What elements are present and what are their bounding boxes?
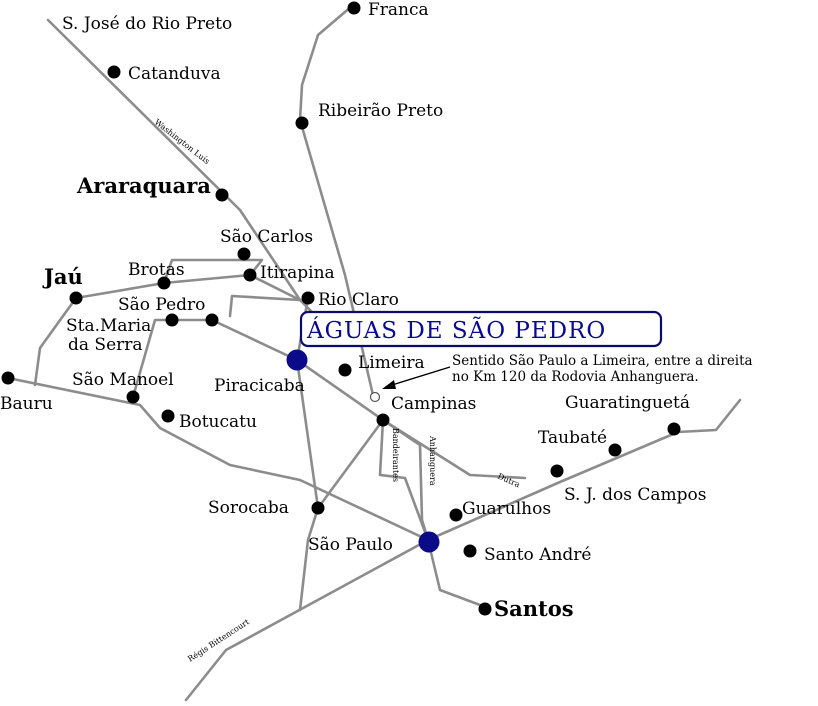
road-piracicaba-sorocaba <box>295 358 320 510</box>
label-guarulhos: Guarulhos <box>462 499 551 519</box>
label-itirapina: Itirapina <box>260 263 335 283</box>
label-stamaria1: Sta.Maria <box>66 316 151 336</box>
city-dot-saopaulo <box>418 531 440 553</box>
road-saopedro-loop <box>228 294 302 318</box>
label-sjcampos: S. J. dos Campos <box>564 485 707 505</box>
city-dot-sjcampos <box>550 464 564 478</box>
road-labels: Washington Luís Bandeirantes Anhanguera … <box>153 117 522 663</box>
road-label-bandeirantes: Bandeirantes <box>391 428 400 482</box>
city-dot-catanduva <box>107 65 121 79</box>
city-dot-saomanoel <box>126 390 140 404</box>
road-label-anhanguera: Anhanguera <box>428 435 437 486</box>
road-washington-luis <box>46 18 320 320</box>
label-saocarlos: São Carlos <box>220 227 313 247</box>
city-dot-campinas <box>376 413 390 427</box>
city-dot-rioclaro <box>301 291 315 305</box>
road-piracicaba-campinas <box>295 358 385 422</box>
city-dot-saopedro <box>205 313 219 327</box>
label-bauru: Bauru <box>0 394 53 414</box>
city-dot-botucatu <box>161 409 175 423</box>
label-piracicaba: Piracicaba <box>214 376 305 396</box>
road-saopedro-piracicaba <box>210 318 299 362</box>
title-text: ÁGUAS DE SÃO PEDRO <box>306 316 606 344</box>
city-dot-brotas <box>157 276 171 290</box>
label-brotas: Brotas <box>128 260 185 280</box>
city-dot-franca <box>347 1 361 15</box>
road-jau-bauru <box>33 296 78 387</box>
label-franca: Franca <box>368 0 429 20</box>
label-botucatu: Botucatu <box>179 412 257 432</box>
label-saopedro: São Pedro <box>118 295 205 315</box>
label-saopaulo: São Paulo <box>308 535 393 555</box>
destination-marker <box>369 391 381 403</box>
city-dot-araraquara <box>215 188 229 202</box>
city-dot-piracicaba <box>286 349 308 371</box>
road-itirapina-rioclaro <box>248 273 302 302</box>
city-dot-taubate <box>608 443 622 457</box>
city-dot-sorocaba <box>311 501 325 515</box>
road-itirapina-link <box>162 258 264 285</box>
note-line-2: no Km 120 da Rodovia Anhanguera. <box>452 369 699 385</box>
label-jau: Jaú <box>42 264 83 289</box>
road-dutra <box>426 398 742 542</box>
road-anhanguera-north <box>298 4 375 397</box>
label-rioclaro: Rio Claro <box>318 290 399 310</box>
label-limeira: Limeira <box>358 353 425 373</box>
city-dot-guarulhos <box>449 508 463 522</box>
road-label-washington: Washington Luís <box>153 117 212 165</box>
label-santos: Santos <box>494 596 574 621</box>
road-dom-pedro <box>381 418 527 480</box>
note-line-1: Sentido São Paulo a Limeira, entre a dir… <box>452 353 753 369</box>
city-dot-stamaria <box>165 313 179 327</box>
label-taubate: Taubaté <box>538 428 607 448</box>
city-dot-bauru <box>1 371 15 385</box>
road-regis-bittencourt <box>184 538 430 702</box>
label-catanduva: Catanduva <box>128 64 221 84</box>
road-label-dutra: Dutra <box>496 472 521 490</box>
label-sjose: S. José do Rio Preto <box>62 14 232 34</box>
city-labels: S. José do Rio Preto Franca Catanduva Ri… <box>0 0 707 621</box>
title-box <box>299 310 663 348</box>
city-dot-santoandre <box>463 544 477 558</box>
note-arrow-head <box>382 380 396 389</box>
city-dot-itirapina <box>243 268 257 282</box>
label-guaratingueta: Guaratinguetá <box>565 393 690 413</box>
road-campinas-sorocaba <box>316 418 385 510</box>
city-dot-jau <box>69 291 83 305</box>
note-arrow-line <box>391 366 451 386</box>
city-markers <box>1 1 681 616</box>
city-dot-guaratingueta <box>667 422 681 436</box>
label-saomanoel: São Manoel <box>72 370 174 390</box>
road-sorocaba-south <box>298 506 320 612</box>
city-dot-saocarlos <box>237 247 251 261</box>
destination-title: ÁGUAS DE SÃO PEDRO <box>299 310 663 348</box>
direction-note: Sentido São Paulo a Limeira, entre a dir… <box>382 353 753 389</box>
city-dot-ribeirao <box>295 116 309 130</box>
road-castelo-branco <box>6 376 430 542</box>
label-sorocaba: Sorocaba <box>208 498 289 518</box>
label-santoandre: Santo André <box>484 545 592 565</box>
label-campinas: Campinas <box>391 394 476 414</box>
label-ribeirao: Ribeirão Preto <box>318 101 443 121</box>
label-stamaria2: da Serra <box>68 335 143 355</box>
city-dot-santos <box>478 602 492 616</box>
road-saomanoel-saopedro <box>131 318 214 399</box>
road-anchieta <box>426 538 482 607</box>
road-bandeirantes <box>378 418 430 542</box>
label-araraquara: Araraquara <box>76 173 211 198</box>
city-dot-limeira <box>338 363 352 377</box>
